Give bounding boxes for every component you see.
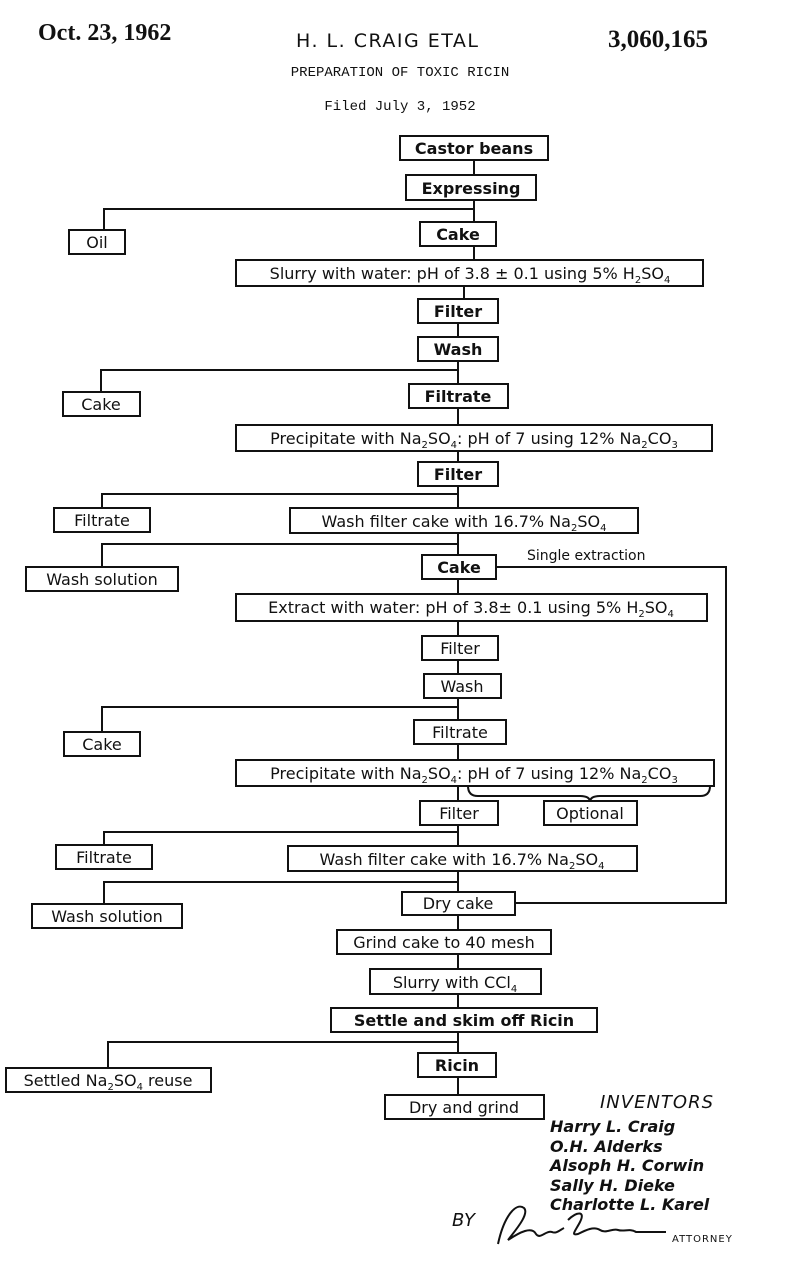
step-expressing: Expressing: [405, 174, 537, 201]
svg-text:Wash solution: Wash solution: [46, 570, 158, 589]
output-wash-solution-1: Wash solution: [25, 566, 179, 592]
step-ricin: Ricin: [417, 1052, 497, 1078]
svg-text:Wash filter cake with 16.7% Na: Wash filter cake with 16.7% Na2SO4: [322, 512, 607, 534]
output-filtrate-2: Filtrate: [55, 844, 153, 870]
step-wash-1: Wash: [417, 336, 499, 362]
output-oil: Oil: [68, 229, 126, 255]
inventors-short: H. L. CRAIG ETAL: [296, 30, 480, 52]
inventor-name: Harry L. Craig: [550, 1117, 676, 1136]
step-dry-cake: Dry cake: [401, 891, 516, 916]
step-cake-2: Cake: [421, 554, 497, 580]
svg-text:Dry and grind: Dry and grind: [409, 1098, 519, 1117]
svg-text:Optional: Optional: [556, 804, 624, 823]
svg-text:Filter: Filter: [440, 639, 480, 658]
single-extraction-label: Single extraction: [527, 548, 645, 564]
patent-date: Oct. 23, 1962: [38, 20, 172, 46]
step-castor-beans: Castor beans: [399, 135, 549, 161]
step-dry-and-grind: Dry and grind: [384, 1094, 545, 1120]
svg-text:Filter: Filter: [434, 302, 482, 321]
step-precipitate-1: Precipitate with Na2SO4: pH of 7 using 1…: [235, 424, 713, 452]
by-label: BY: [452, 1210, 476, 1231]
svg-text:Cake: Cake: [437, 558, 481, 577]
svg-text:Castor beans: Castor beans: [415, 139, 533, 158]
svg-text:Precipitate with Na2SO4: pH of: Precipitate with Na2SO4: pH of 7 using 1…: [270, 429, 678, 451]
step-precipitate-2: Precipitate with Na2SO4: pH of 7 using 1…: [235, 759, 715, 787]
svg-text:Wash filter cake with 16.7% Na: Wash filter cake with 16.7% Na2SO4: [320, 850, 605, 872]
svg-text:Filtrate: Filtrate: [425, 387, 492, 406]
step-wash-filter-cake-2: Wash filter cake with 16.7% Na2SO4: [287, 845, 638, 872]
svg-text:Filtrate: Filtrate: [432, 723, 488, 742]
connector-lines: [100, 160, 727, 1095]
svg-text:Precipitate with Na2SO4: pH of: Precipitate with Na2SO4: pH of 7 using 1…: [270, 764, 678, 786]
svg-text:Cake: Cake: [81, 395, 121, 414]
svg-text:Slurry with water: pH of 3.8: Slurry with water: pH of 3.8 ± 0.1 using…: [270, 264, 671, 286]
step-filtrate-2: Filtrate: [413, 719, 507, 745]
svg-text:Expressing: Expressing: [422, 179, 521, 198]
output-cake-2: Cake: [63, 731, 141, 757]
svg-text:Ricin: Ricin: [435, 1056, 479, 1075]
output-wash-solution-2: Wash solution: [31, 903, 183, 929]
patent-number: 3,060,165: [608, 26, 708, 53]
label-optional: Optional: [543, 800, 638, 826]
step-grind-cake: Grind cake to 40 mesh: [336, 929, 552, 955]
svg-text:Filter: Filter: [434, 465, 482, 484]
attorney-signature: [497, 1205, 666, 1245]
step-filter-3: Filter: [421, 635, 499, 661]
inventor-name: Alsoph H. Corwin: [550, 1156, 705, 1175]
step-filter-2: Filter: [417, 461, 499, 487]
step-filtrate-1: Filtrate: [408, 383, 509, 409]
svg-text:Slurry with CCl4: Slurry with CCl4: [393, 973, 517, 995]
step-settle-skim: Settle and skim off Ricin: [330, 1007, 598, 1033]
output-settled-reuse: Settled Na2SO4 reuse: [5, 1067, 212, 1093]
svg-text:Filtrate: Filtrate: [74, 511, 130, 530]
step-slurry-with-water: Slurry with water: pH of 3.8 ± 0.1 using…: [235, 259, 704, 287]
output-cake-1: Cake: [62, 391, 141, 417]
step-extract-with-water: Extract with water: pH of 3.8± 0.1 using…: [235, 593, 708, 622]
svg-text:Dry cake: Dry cake: [423, 894, 494, 913]
svg-text:Cake: Cake: [82, 735, 122, 754]
svg-text:Wash: Wash: [434, 340, 483, 359]
step-filter-1: Filter: [417, 298, 499, 324]
svg-text:Filtrate: Filtrate: [76, 848, 132, 867]
step-wash-2: Wash: [423, 673, 502, 699]
step-slurry-ccl4: Slurry with CCl4: [369, 968, 542, 995]
svg-text:Extract with water: pH of 3.8±: Extract with water: pH of 3.8± 0.1 using…: [268, 598, 674, 620]
svg-text:Cake: Cake: [436, 225, 480, 244]
svg-text:Wash: Wash: [440, 677, 483, 696]
inventors-block: INVENTORS Harry L. Craig O.H. Alderks Al…: [550, 1092, 714, 1215]
output-filtrate-1: Filtrate: [53, 507, 151, 533]
attorney-label: ATTORNEY: [672, 1234, 733, 1245]
svg-text:Oil: Oil: [86, 233, 107, 252]
inventor-name: Sally H. Dieke: [550, 1175, 675, 1195]
svg-text:Settled Na2SO4 reuse: Settled Na2SO4 reuse: [24, 1071, 193, 1093]
svg-text:Wash solution: Wash solution: [51, 907, 163, 926]
step-cake-1: Cake: [419, 221, 497, 247]
svg-text:Grind cake to 40 mesh: Grind cake to 40 mesh: [353, 933, 535, 952]
svg-text:Filter: Filter: [439, 804, 479, 823]
step-filter-4: Filter: [419, 800, 499, 826]
patent-title: PREPARATION OF TOXIC RICIN: [290, 65, 510, 81]
inventor-name: O.H. Alderks: [550, 1136, 663, 1156]
inventor-name: Charlotte L. Karel: [550, 1195, 710, 1214]
filed-date: Filed July 3, 1952: [324, 99, 476, 115]
svg-text:Settle and skim off Ricin: Settle and skim off Ricin: [354, 1011, 574, 1030]
step-wash-filter-cake-1: Wash filter cake with 16.7% Na2SO4: [289, 507, 639, 534]
inventors-heading: INVENTORS: [600, 1092, 715, 1113]
